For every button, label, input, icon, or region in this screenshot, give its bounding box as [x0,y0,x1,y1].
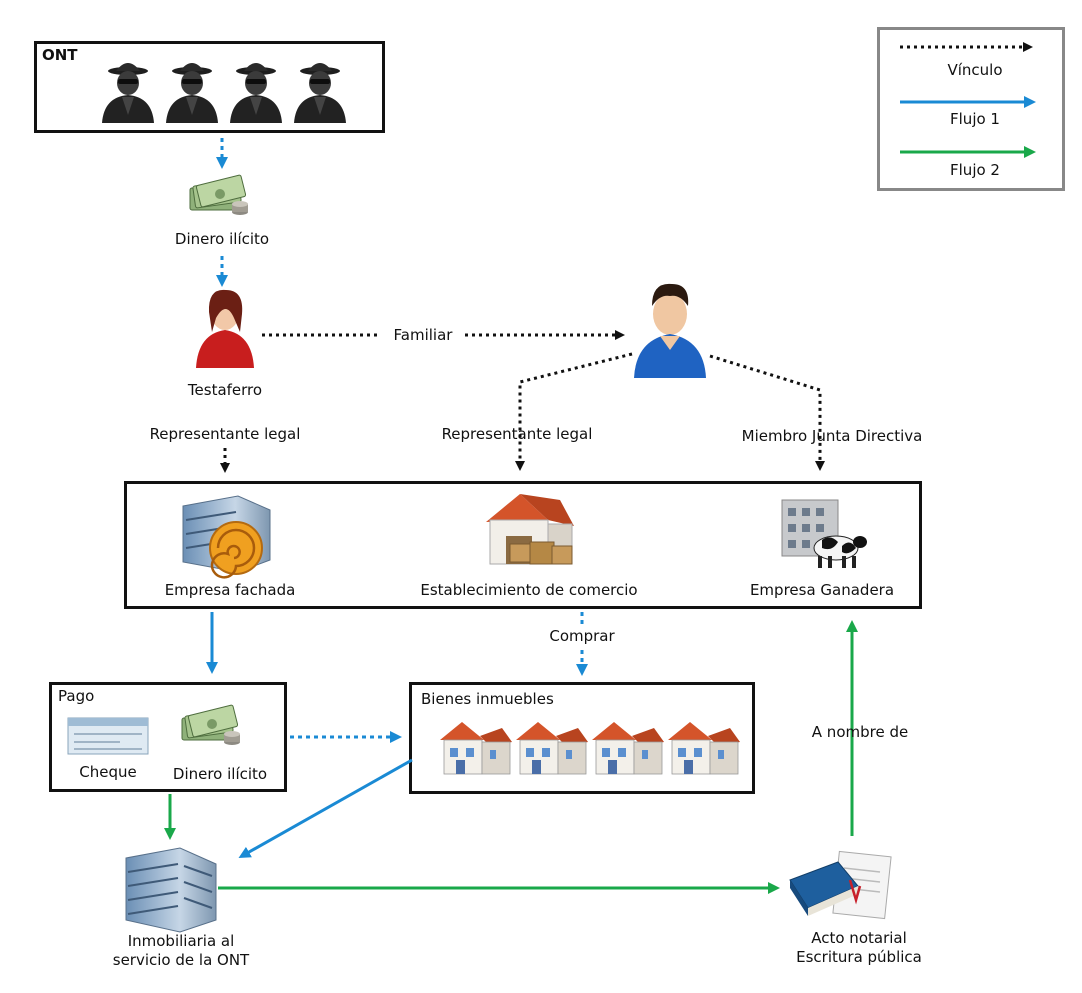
arrow-realestate-to-agency [238,758,413,858]
in-name-of-label: A nombre de [811,723,909,741]
link-man-to-store [515,352,633,471]
testaferro-label: Testaferro [187,381,263,399]
house-icon-3 [591,721,665,775]
legal-rep-left-label: Representante legal [149,425,301,443]
cattle-company-icon [781,499,867,568]
familiar-label: Familiar [393,326,453,344]
notary-book-icon [789,850,892,920]
legend-link-label: Vínculo [947,61,1003,79]
cheque-label: Cheque [79,763,137,781]
woman-icon [196,289,254,368]
man-icon [634,283,706,378]
payment-cash-label: Dinero ilícito [172,765,268,783]
legend-flow1-label: Flujo 1 [950,110,1000,128]
legend-flow2-label: Flujo 2 [950,161,1000,179]
realty-agency-label-2: servicio de la ONT [112,951,250,969]
store-label: Establecimiento de comercio [420,581,638,599]
spy-icon-3 [230,63,282,123]
realty-agency-icon [125,847,217,933]
ont-figures [102,63,346,123]
money-top-label: Dinero ilícito [174,230,270,248]
money-icon-payment [181,704,241,746]
notary-label-2: Escritura pública [796,948,922,966]
store-icon [486,494,574,565]
house-icon-4 [667,721,741,775]
spy-icon-2 [166,63,218,123]
house-icon-1 [439,721,513,775]
spy-icon-4 [294,63,346,123]
ont-title: ONT [42,46,78,64]
house-icon-2 [515,721,589,775]
money-icon-top [189,174,249,216]
payment-title: Pago [58,687,95,705]
spy-icon-1 [102,63,154,123]
cheque-icon [67,717,149,755]
buy-label: Comprar [549,627,615,645]
real-estate-title: Bienes inmuebles [421,690,554,708]
realty-agency-label-1: Inmobiliaria al [127,932,235,950]
shell-company-label: Empresa fachada [164,581,296,599]
cattle-company-label: Empresa Ganadera [749,581,895,599]
shell-company-icon [182,495,271,579]
legal-rep-center-label: Representante legal [441,425,593,443]
link-man-to-cattle [709,354,825,471]
legend-box [877,27,1065,191]
notary-label-1: Acto notarial [811,929,907,947]
board-member-label: Miembro Junta Directiva [741,427,923,445]
